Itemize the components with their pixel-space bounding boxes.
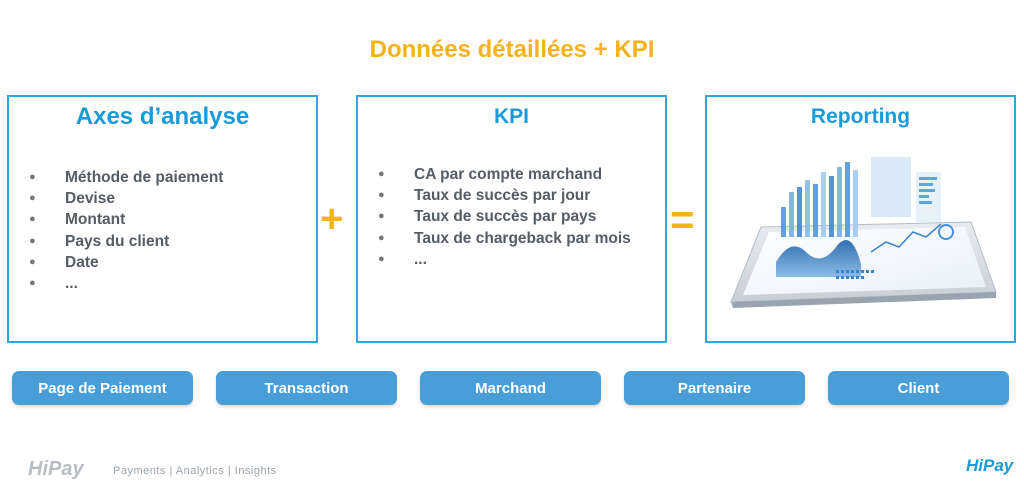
axes-box: Axes d’analyse Méthode de paiement Devis… [7,95,318,343]
list-item: Date [29,252,223,273]
kpi-title: KPI [358,105,665,129]
pill-marchand[interactable]: Marchand [420,371,601,405]
list-item: Taux de succès par jour [378,185,631,206]
plus-operator: + [320,197,343,242]
list-item: Pays du client [29,231,223,252]
list-item: CA par compte marchand [378,164,631,185]
tagline: Payments | Analytics | Insights [113,465,277,477]
list-item: ... [378,249,631,270]
pill-page-de-paiement[interactable]: Page de Paiement [12,371,193,405]
hipay-logo-right: HiPay [966,456,1013,476]
axes-list: Méthode de paiement Devise Montant Pays … [29,167,223,294]
equals-operator: = [670,196,695,244]
list-item: Méthode de paiement [29,167,223,188]
reporting-box: Reporting [705,95,1016,343]
pill-transaction[interactable]: Transaction [216,371,397,405]
list-item: Montant [29,209,223,230]
pill-partenaire[interactable]: Partenaire [624,371,805,405]
axes-title: Axes d’analyse [9,103,316,131]
page-title: Données détaillées + KPI [0,36,1024,64]
list-item: ... [29,273,223,294]
kpi-list: CA par compte marchand Taux de succès pa… [378,164,631,270]
list-item: Taux de chargeback par mois [378,228,631,249]
pill-client[interactable]: Client [828,371,1009,405]
list-item: Devise [29,188,223,209]
list-item: Taux de succès par pays [378,206,631,227]
kpi-box: KPI CA par compte marchand Taux de succè… [356,95,667,343]
hipay-logo-left: HiPay [28,458,84,481]
tablet-dashboard-illustration [721,152,1001,322]
reporting-title: Reporting [707,105,1014,129]
